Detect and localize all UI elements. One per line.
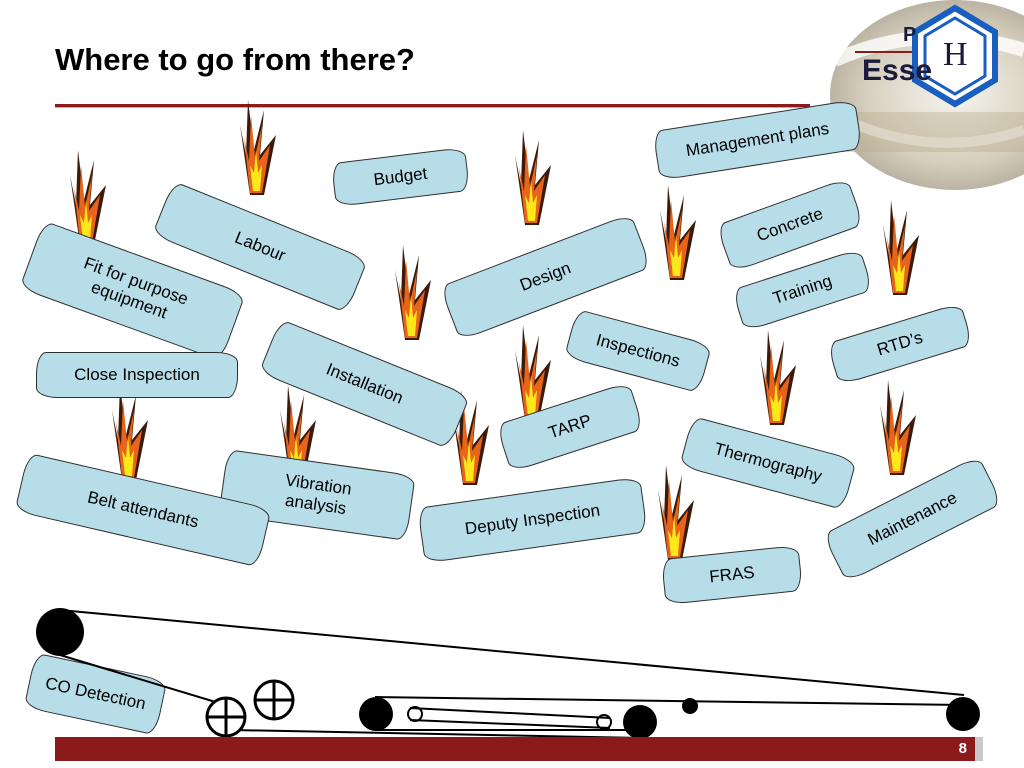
flame-icon [240,100,276,195]
conveyor-belt-diagram [36,608,980,739]
tag-thermography: Thermography [679,415,857,511]
flame-icon [70,150,106,245]
title-underline [55,104,810,108]
tag-inspections: Inspections [563,308,713,394]
flame-icon [660,185,696,280]
snub-pulley-icon [253,679,295,721]
head-pulley-icon [36,608,84,656]
pulley-icon [359,697,393,731]
take-up-pulley-icon [407,706,423,722]
flame-icon [515,325,551,420]
logo-text: Esse [862,54,933,87]
belt-lower-top-line [374,696,965,706]
tag-deputy-inspection: Deputy Inspection [417,476,648,564]
tail-pulley-icon [946,697,980,731]
tag-budget: Budget [330,146,471,208]
take-up-line-top [409,707,611,719]
flame-icon [658,465,694,560]
tag-close-inspection: Close Inspection [36,352,238,398]
flame-icon [515,130,551,225]
tag-tarp: TARP [495,381,645,473]
footer-bar: 8 [55,737,975,761]
flame-icon [883,200,919,295]
h-emblem-icon [912,4,998,108]
flame-icon [880,380,916,475]
pulley-icon [623,705,657,739]
page-number: 8 [958,740,967,757]
logo-text-small: P [903,24,917,46]
belt-return-line [59,654,233,708]
flame-icon [395,245,431,340]
slide-title: Where to go from there? [55,42,415,77]
footer-shadow [975,737,983,761]
flame-icon [760,330,796,425]
snub-pulley-icon [205,696,247,738]
take-up-pulley-icon [596,714,612,730]
tag-rtds: RTD’s [826,302,974,386]
belt-top-line [59,609,965,696]
take-up-line-bottom [409,719,611,729]
idler-icon [682,698,698,714]
flame-icon [112,385,148,480]
tag-installation: Installation [258,318,471,450]
logo-emblem-letter: H [943,36,968,73]
belt-bottom-line [231,729,644,739]
company-logo [825,0,1024,190]
